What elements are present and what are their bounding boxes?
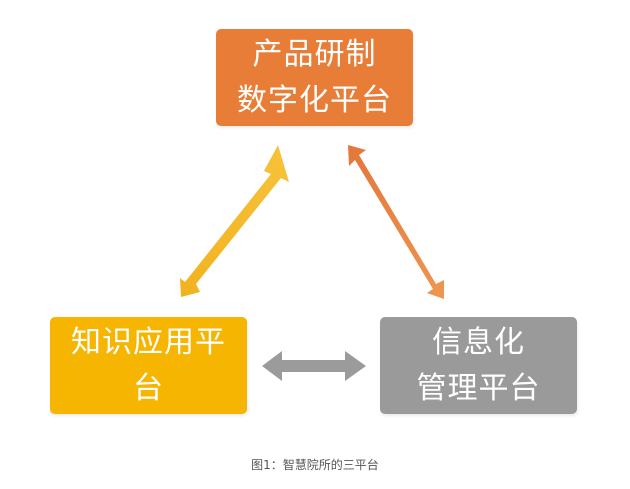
product-digital-platform-box: 产品研制 数字化平台 xyxy=(216,29,413,126)
product-platform-line1: 产品研制 xyxy=(252,36,377,72)
arrow-knowledge-to-product xyxy=(180,145,289,297)
product-platform-line2: 数字化平台 xyxy=(237,82,392,118)
figure-caption: 图1：智慧院所的三平台 xyxy=(251,458,379,472)
knowledge-platform-line1: 知识应用平 xyxy=(71,324,226,360)
arrow-knowledge-to-info xyxy=(262,351,366,381)
info-management-platform-box: 信息化 管理平台 xyxy=(380,317,577,414)
info-platform-line2: 管理平台 xyxy=(416,370,541,406)
knowledge-platform-box: 知识应用平 台 xyxy=(50,317,247,414)
info-platform-line1: 信息化 xyxy=(432,324,525,360)
arrow-info-to-product xyxy=(348,145,444,299)
knowledge-platform-line2: 台 xyxy=(133,370,164,406)
